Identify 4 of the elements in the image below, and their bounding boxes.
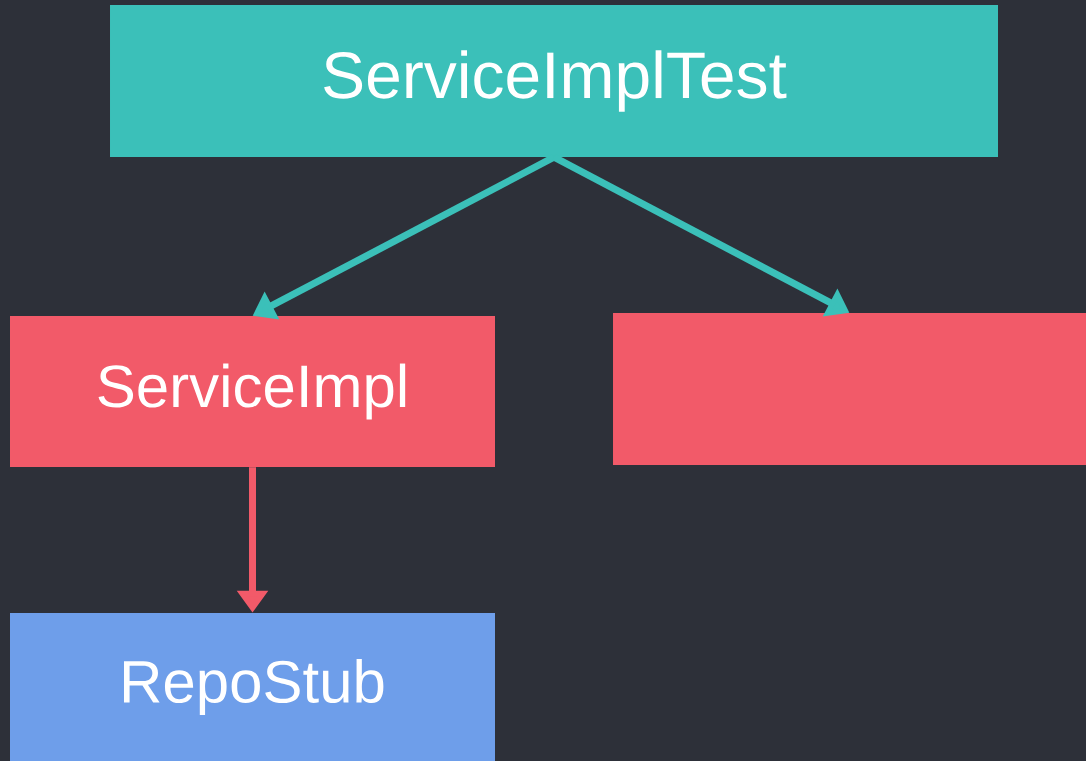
class-box: ServiceImpl: [10, 316, 495, 467]
class-box: RepoStub: [10, 613, 495, 761]
box: [613, 313, 1086, 465]
class-box: ServiceImplTest: [110, 5, 998, 157]
